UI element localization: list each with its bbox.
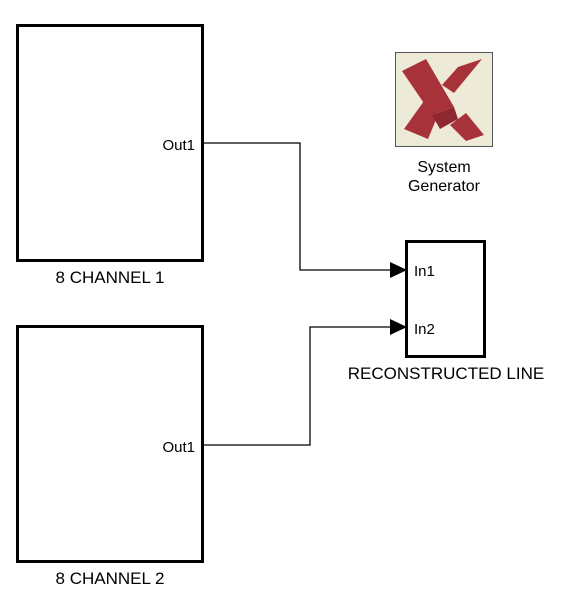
system-generator-caption: System Generator xyxy=(385,158,503,196)
arrowhead-in1 xyxy=(390,262,407,278)
arrowhead-in2 xyxy=(390,319,407,335)
channel1-block[interactable]: Out1 xyxy=(16,24,204,262)
reconstructed-in2-port-label: In2 xyxy=(414,321,435,338)
reconstructed-line-block[interactable]: In1 In2 xyxy=(405,240,486,358)
system-generator-caption-line1: System xyxy=(417,159,471,176)
reconstructed-line-caption: RECONSTRUCTED LINE xyxy=(347,364,545,383)
channel2-out-port-label: Out1 xyxy=(162,439,195,456)
channel2-caption: 8 CHANNEL 2 xyxy=(55,569,165,588)
channel1-caption: 8 CHANNEL 1 xyxy=(55,268,165,287)
reconstructed-in1-port-label: In1 xyxy=(414,263,435,280)
wire-channel2-to-in2[interactable] xyxy=(203,326,390,446)
channel1-out-port-label: Out1 xyxy=(162,137,195,154)
xilinx-logo-icon xyxy=(402,59,484,141)
wire-channel1-to-in1[interactable] xyxy=(203,142,390,271)
system-generator-caption-line2: Generator xyxy=(407,178,481,195)
system-generator-block[interactable] xyxy=(395,52,493,147)
channel2-block[interactable]: Out1 xyxy=(16,325,204,563)
